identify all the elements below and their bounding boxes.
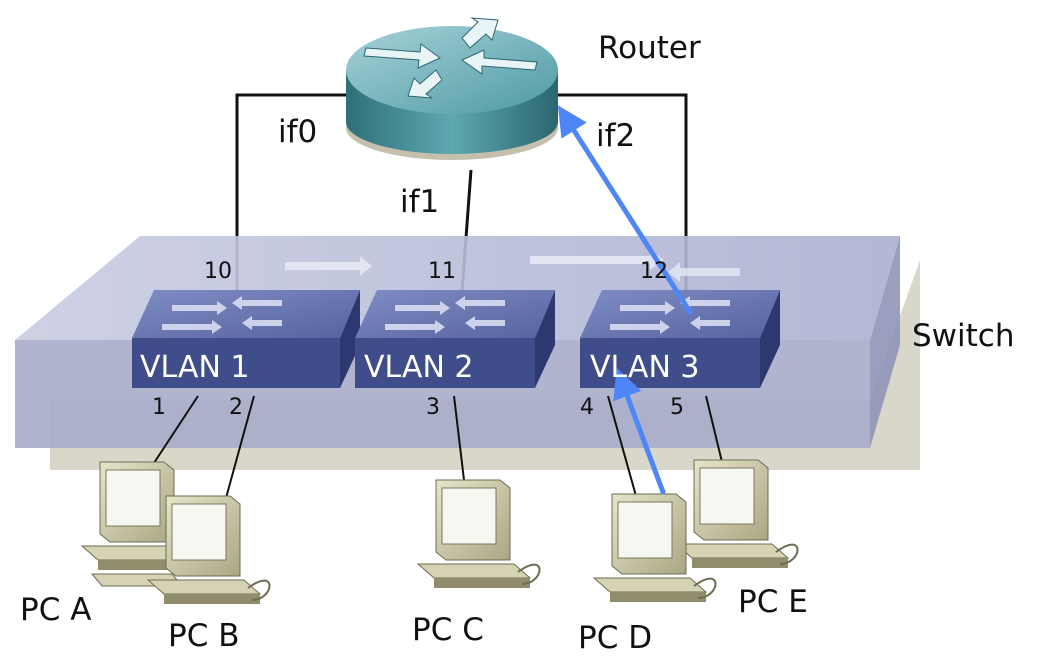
interface-if1-label: if1 [400, 184, 439, 220]
vlan-switch-1 [132, 290, 360, 388]
packet-path [557, 105, 693, 495]
port-3-label: 3 [426, 395, 440, 420]
port-10-label: 10 [204, 259, 232, 284]
interface-if2-label: if2 [596, 118, 635, 154]
vlan-2-label: VLAN 2 [364, 350, 474, 385]
pc-a-label: PC A [20, 592, 91, 628]
pc-d-label: PC D [578, 620, 652, 656]
vlan-3-label: VLAN 3 [590, 350, 700, 385]
port-4-label: 4 [580, 395, 594, 420]
port-12-label: 12 [640, 259, 668, 284]
pc-e-icon [674, 459, 799, 568]
port-2-label: 2 [229, 395, 243, 420]
link-port-5 [705, 395, 723, 463]
pc-c-icon [416, 479, 541, 588]
packet-arrow-switch-to-router [557, 105, 693, 315]
pc-c-label: PC C [412, 612, 484, 648]
pc-links [151, 395, 723, 499]
port-11-label: 11 [428, 259, 456, 284]
pc-b-label: PC B [168, 618, 239, 654]
vlan-1-label: VLAN 1 [140, 350, 250, 385]
link-if0 [235, 93, 346, 292]
link-port-4 [607, 395, 637, 497]
router-icon [346, 17, 558, 160]
port-5-label: 5 [670, 395, 684, 420]
link-port-1 [151, 395, 199, 467]
pc-d-icon [592, 493, 717, 602]
packet-arrow-pc-to-switch [613, 367, 666, 495]
pc-b-icon [146, 495, 271, 604]
pc-e-label: PC E [738, 584, 808, 620]
vlan-switch-2 [355, 290, 555, 388]
link-port-2 [225, 395, 255, 499]
interface-if0-label: if0 [278, 114, 317, 150]
link-port-3 [453, 395, 465, 481]
link-if2 [558, 93, 688, 290]
switch-label: Switch [912, 318, 1015, 354]
port-1-label: 1 [152, 395, 166, 420]
router-label: Router [598, 30, 701, 66]
